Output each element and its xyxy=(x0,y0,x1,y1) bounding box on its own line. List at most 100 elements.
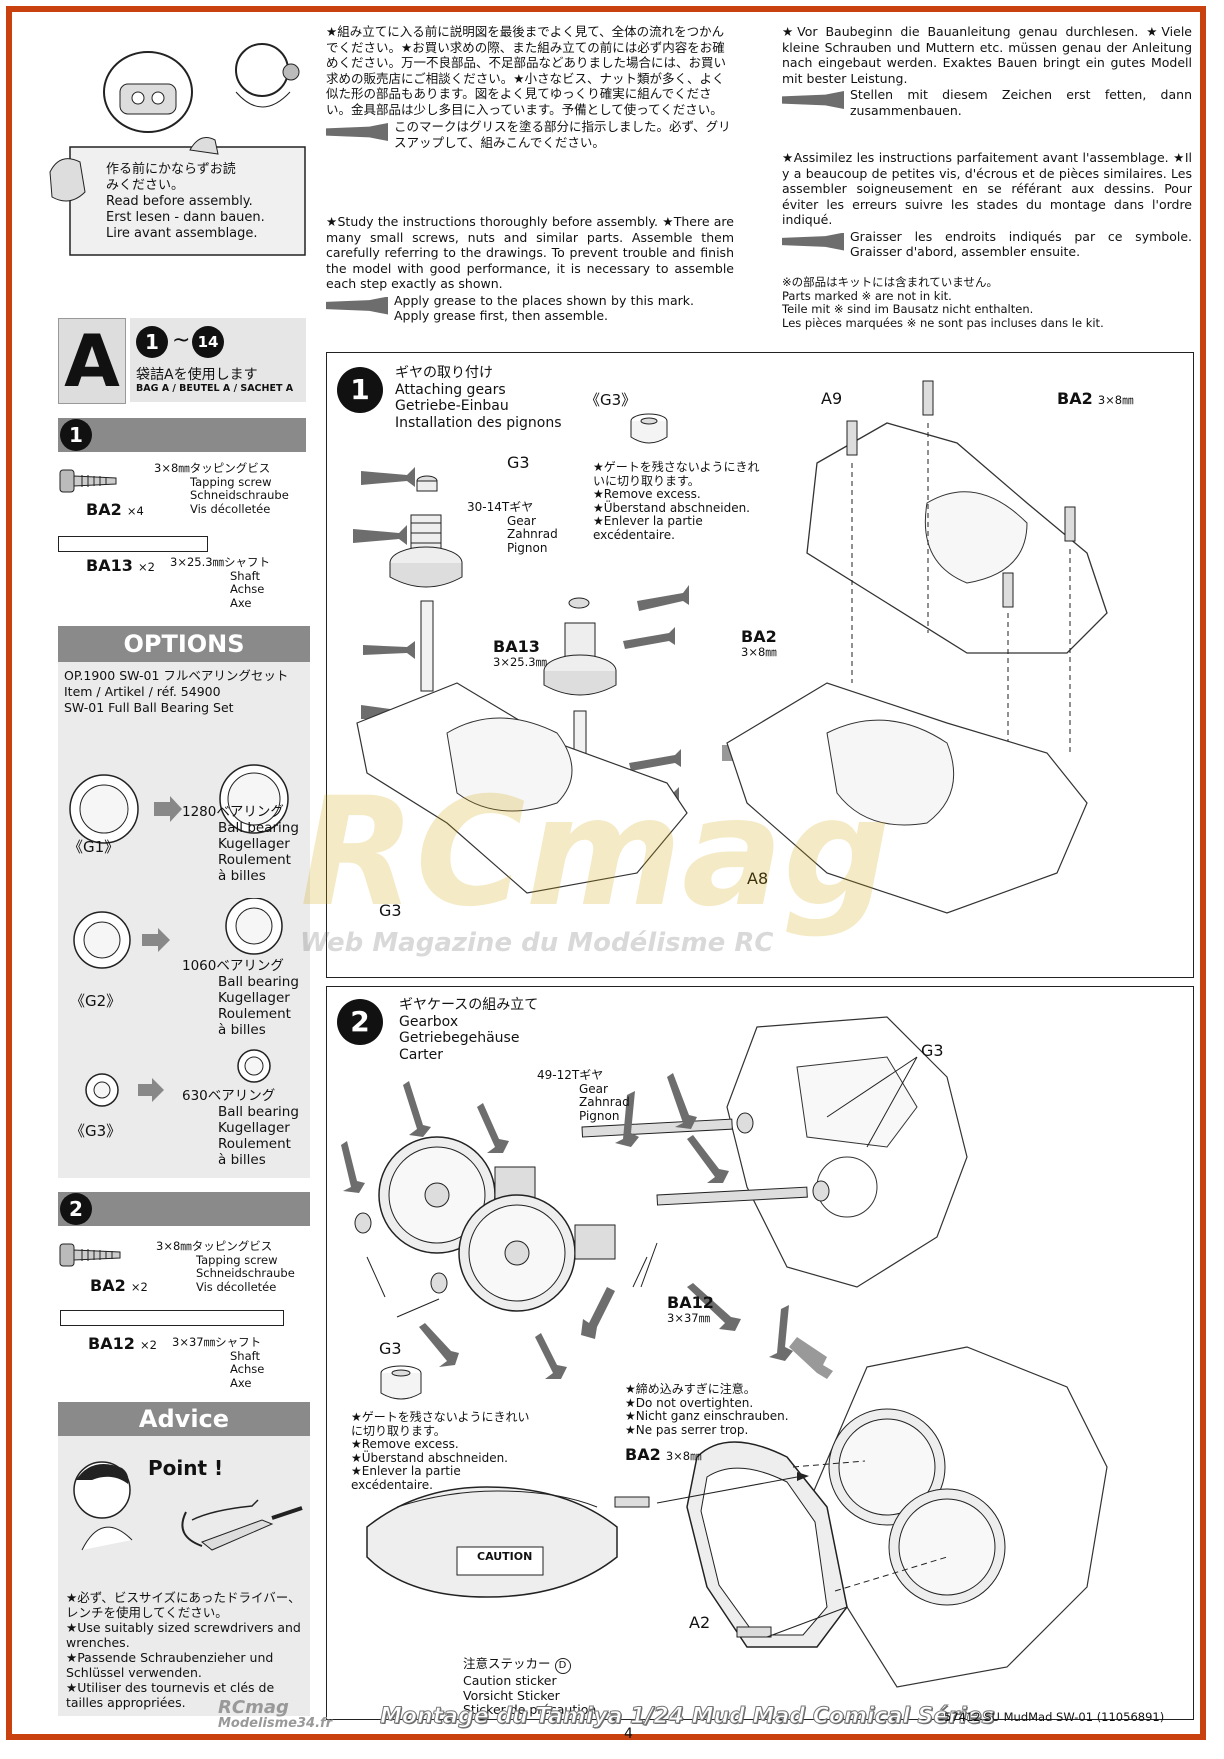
option-g3-fr2: à billes xyxy=(218,1152,266,1168)
screw2-en: Tapping screw xyxy=(196,1252,278,1267)
grease-icon xyxy=(326,296,388,315)
shaft2-en: Shaft xyxy=(230,1348,260,1363)
step-from-badge: 1 xyxy=(136,326,168,358)
option-g1-de: Kugellager xyxy=(218,836,290,852)
caution-plate-text: CAUTION xyxy=(477,1550,533,1563)
step1-note-jp: ★ゲートを残さないようにきれいに切り取ります。 xyxy=(593,460,760,488)
intro-de-text: ★Vor Baubeginn die Bauanleitung genau du… xyxy=(782,24,1192,86)
advice-title-text: Advice xyxy=(138,1405,230,1433)
step2-num: 2 xyxy=(337,999,383,1045)
shaft2-jp: 3×37㎜シャフト xyxy=(172,1335,262,1349)
step-to-badge: 14 xyxy=(192,326,224,358)
step1-note-de: ★Überstand abschneiden. xyxy=(593,500,750,515)
option-g3-en: Ball bearing xyxy=(218,1104,299,1120)
sign-fr: Lire avant assemblage. xyxy=(106,226,258,241)
footer-banner: Montage du Tamiya 1/24 Mud Mad Comical S… xyxy=(380,1704,996,1730)
option-g3-fr1: Roulement xyxy=(218,1136,291,1152)
shaft2-fr: Axe xyxy=(230,1375,252,1390)
advice-title: Advice xyxy=(58,1402,310,1436)
options-line2: Item / Artikel / réf. 54900 xyxy=(64,684,221,699)
label-gear-49-12: 49-12Tギヤ xyxy=(537,1068,604,1082)
parts-step2: 3×8㎜タッピングビス Tapping screw Schneidschraub… xyxy=(58,1236,308,1396)
intro-jp-text: ★組み立てに入る前に説明図を最後までよく見て、全体の流れをつかんでください。★お… xyxy=(326,24,727,117)
label-gear2-fr: Pignon xyxy=(579,1108,620,1123)
label-a9: A9 xyxy=(821,389,843,408)
option-g2-en: Ball bearing xyxy=(218,974,299,990)
option-g1-fr2: à billes xyxy=(218,868,266,884)
sticker-fr: Sticker de précaution xyxy=(463,1702,597,1717)
intro-fr-grease: Graisser les endroits indiqués par ce sy… xyxy=(850,228,1192,260)
label-ba2-top: BA2 xyxy=(1057,389,1093,408)
sign-jp: 作る前にかならずお読みください。 xyxy=(106,162,236,193)
screw2-fr: Vis décolletée xyxy=(196,1279,277,1294)
grease-icon xyxy=(782,91,844,109)
option-g3-jp: 630ベアリング xyxy=(182,1088,276,1104)
screw2-code: BA2 xyxy=(90,1276,126,1295)
option-g2-jp: 1060ベアリング xyxy=(182,958,284,974)
option-g1-code: 《G1》 xyxy=(68,838,120,856)
screw-jp: 3×8㎜タッピングビス xyxy=(154,461,271,475)
step2-panel: 2 ギヤケースの組み立て Gearbox Getriebegehäuse Car… xyxy=(326,986,1194,1720)
intro-en: ★Study the instructions thoroughly befor… xyxy=(326,214,734,324)
grease-icon xyxy=(326,123,388,141)
sticker-en: Caution sticker xyxy=(463,1673,557,1688)
options-box: OPTIONS OP.1900 SW-01 フルベアリングセット Item / … xyxy=(58,626,310,1178)
label-gear2-en: Gear xyxy=(579,1081,608,1096)
bag-letter: A xyxy=(64,319,120,403)
step1-fr: Installation des pignons xyxy=(395,414,562,431)
screw-code: BA2 xyxy=(86,500,122,519)
intro-jp-grease: このマークはグリスを塗る部分に指示しました。必ず、グリスアップして、組みこんでく… xyxy=(394,119,731,150)
intro-de-grease: Stellen mit diesem Zeichen erst fetten, … xyxy=(850,87,1192,118)
screw-qty: ×4 xyxy=(126,504,144,518)
screw-en: Tapping screw xyxy=(190,474,272,489)
sign-en: Read before assembly. xyxy=(106,194,253,209)
bearing-g3-illustration xyxy=(85,1049,271,1107)
option-g2-fr2: à billes xyxy=(218,1022,266,1038)
shaft-qty: ×2 xyxy=(137,560,155,574)
footer-site-modelisme: Modelisme34.fr xyxy=(218,1716,333,1731)
option-g2-de: Kugellager xyxy=(218,990,290,1006)
step1-jp: ギヤの取り付け xyxy=(395,365,493,381)
tight-fr: ★Ne pas serrer trop. xyxy=(625,1422,749,1437)
option-g1-jp: 1280ベアリング xyxy=(182,804,284,820)
step1-num: 1 xyxy=(337,367,383,413)
advice-illustration xyxy=(73,1461,303,1551)
not-in-kit-note: ※の部品はキットには含まれていません。 Parts marked ※ are n… xyxy=(782,275,1192,330)
bearing-g1-illustration xyxy=(69,764,289,844)
label-g3-bottom: G3 xyxy=(379,1339,402,1358)
label-ba2-top-size: 3×8㎜ xyxy=(1097,393,1134,407)
shaft-fr: Axe xyxy=(230,595,252,610)
bearing-g2-illustration xyxy=(73,898,283,969)
g3-bearing-icon xyxy=(630,413,668,444)
shaft2-qty: ×2 xyxy=(139,1338,157,1352)
label-ba2-left: BA2 xyxy=(741,627,777,646)
options-title: OPTIONS xyxy=(58,626,310,662)
shaft-icon xyxy=(58,536,208,552)
parts-step2-num: 2 xyxy=(60,1193,92,1225)
step2-note-en: ★Remove excess. xyxy=(351,1437,459,1451)
step2-assembly-drawing xyxy=(341,1016,1108,1688)
shaft2-code: BA12 xyxy=(88,1334,135,1353)
label-ba12-size: 3×37㎜ xyxy=(667,1311,711,1325)
shaft-en: Shaft xyxy=(230,568,260,583)
label-ba13-size: 3×25.3㎜ xyxy=(493,655,548,669)
label-ba2-left-size: 3×8㎜ xyxy=(741,645,777,659)
intro-de: ★Vor Baubeginn die Bauanleitung genau du… xyxy=(782,24,1192,118)
tight-de: ★Nicht ganz einschrauben. xyxy=(625,1409,789,1423)
step2-note-de: ★Überstand abschneiden. xyxy=(351,1450,508,1465)
shaft-icon xyxy=(60,1310,284,1326)
label-a8: A8 xyxy=(747,869,769,888)
label-g3: G3 xyxy=(507,453,530,472)
sign-de: Erst lesen - dann bauen. xyxy=(106,210,265,225)
intro-illustration: 作る前にかならずお読みください。 Read before assembly. E… xyxy=(40,22,310,262)
options-line3: SW-01 Full Ball Bearing Set xyxy=(64,700,234,715)
page-number: 4 xyxy=(624,1726,633,1742)
note-en: Parts marked ※ are not in kit. xyxy=(782,288,952,303)
parts-step2-bar: 2 xyxy=(58,1192,310,1226)
step2-en: Gearbox xyxy=(399,1013,459,1030)
page-border xyxy=(6,6,1206,1740)
step2-note-jp: ★ゲートを残さないようにきれいに切り取ります。 xyxy=(351,1410,530,1438)
note-jp: ※の部品はキットには含まれていません。 xyxy=(782,275,998,289)
options-title-text: OPTIONS xyxy=(123,630,245,658)
intro-jp: ★組み立てに入る前に説明図を最後までよく見て、全体の流れをつかんでください。★お… xyxy=(326,24,734,150)
